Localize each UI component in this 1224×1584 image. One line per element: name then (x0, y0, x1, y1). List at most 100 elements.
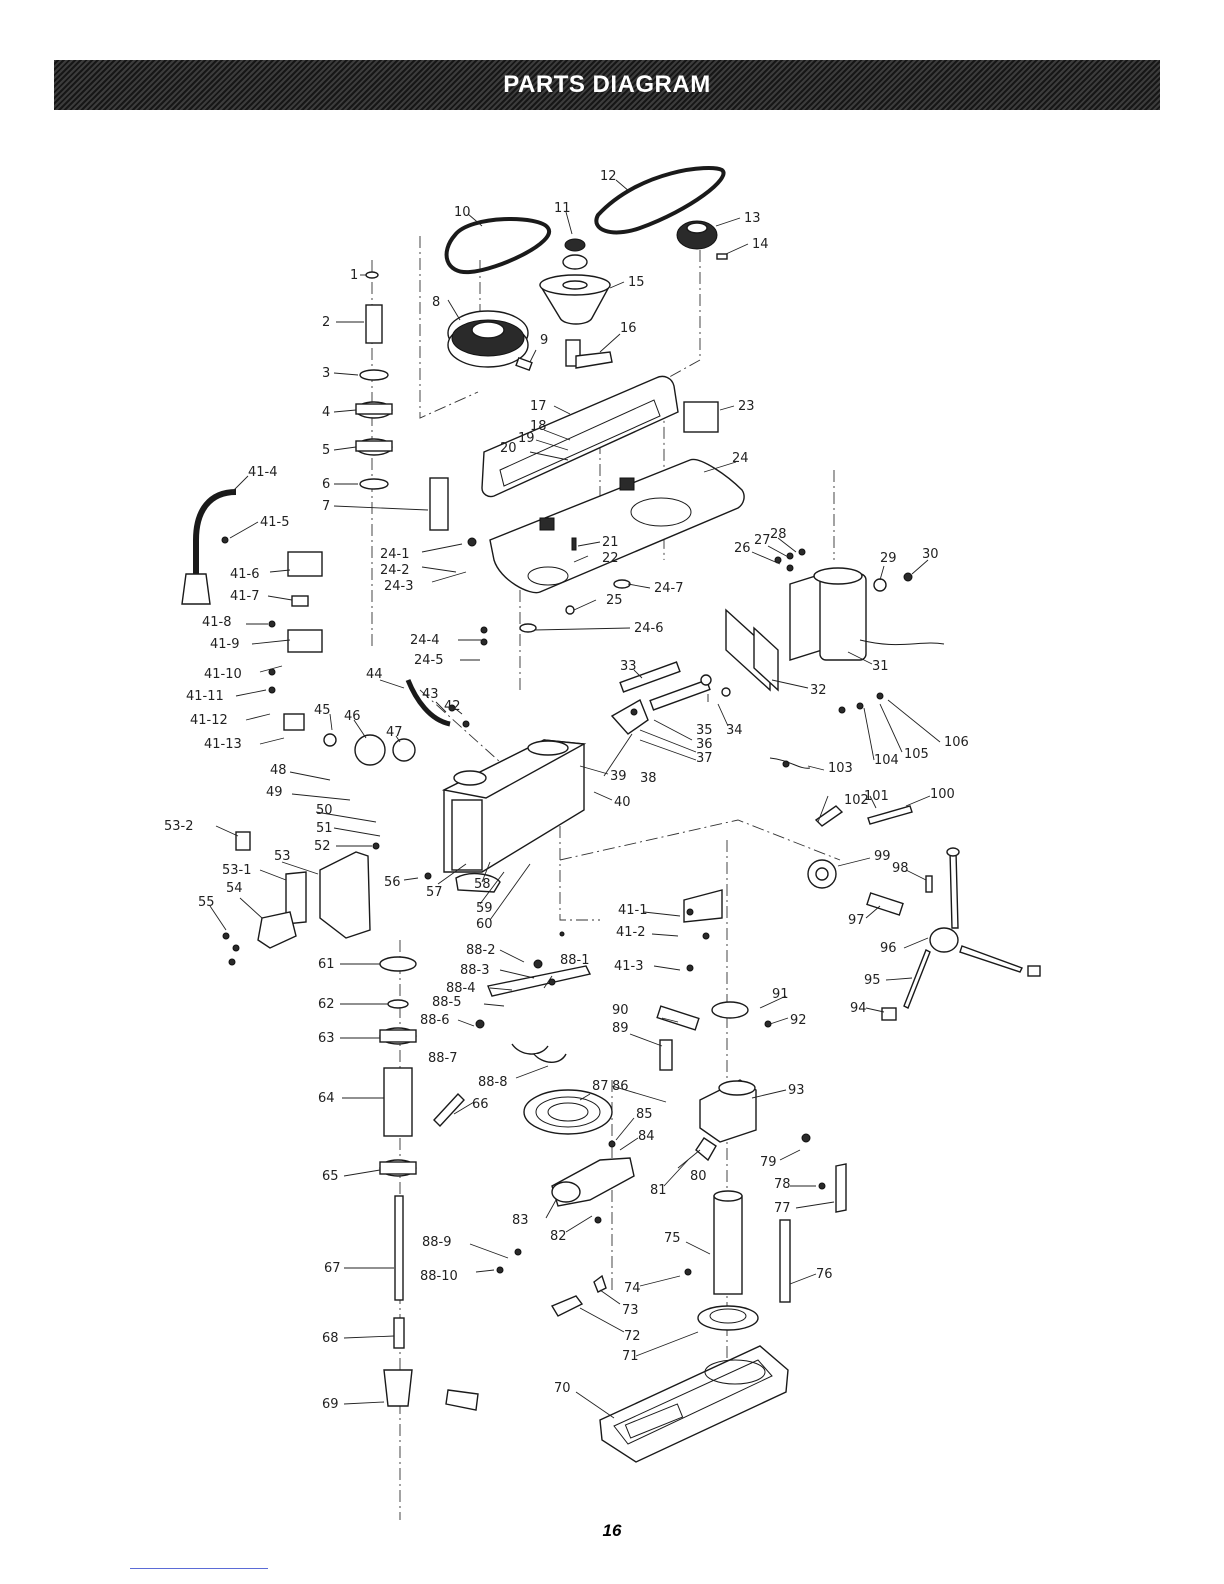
callout-78: 78 (774, 1177, 791, 1192)
callout-2: 2 (322, 315, 330, 330)
callout-29: 29 (880, 551, 897, 566)
callout-24-6: 24-6 (634, 621, 664, 636)
callout-88-8: 88-8 (478, 1075, 508, 1090)
callout-22: 22 (602, 551, 619, 566)
callout-103: 103 (828, 761, 853, 776)
callout-19: 19 (518, 431, 535, 446)
callout-88-3: 88-3 (460, 963, 490, 978)
callout-71: 71 (622, 1349, 639, 1364)
callout-10: 10 (454, 205, 471, 220)
callout-3: 3 (322, 366, 330, 381)
callout-91: 91 (772, 987, 789, 1002)
callout-21: 21 (602, 535, 619, 550)
callout-25: 25 (606, 593, 623, 608)
callout-75: 75 (664, 1231, 681, 1246)
callout-48: 48 (270, 763, 287, 778)
callout-100: 100 (930, 787, 955, 802)
callout-12: 12 (600, 169, 617, 184)
callout-88-4: 88-4 (446, 981, 476, 996)
callout-24: 24 (732, 451, 749, 466)
small-hardware (221, 536, 884, 1276)
callout-72: 72 (624, 1329, 641, 1344)
leader-lines (209, 179, 941, 1419)
callout-5: 5 (322, 443, 330, 458)
callout-41-6: 41-6 (230, 567, 260, 582)
callout-88-5: 88-5 (432, 995, 462, 1010)
callout-37: 37 (696, 751, 713, 766)
callout-42: 42 (444, 699, 461, 714)
callout-85: 85 (636, 1107, 653, 1122)
pulleys (447, 220, 728, 372)
callout-106: 106 (944, 735, 969, 750)
callout-56: 56 (384, 875, 401, 890)
callout-54: 54 (226, 881, 243, 896)
callout-87: 87 (592, 1079, 609, 1094)
callout-81: 81 (650, 1183, 667, 1198)
callout-105: 105 (904, 747, 929, 762)
callout-41-7: 41-7 (230, 589, 260, 604)
callout-101: 101 (864, 789, 889, 804)
callout-88-6: 88-6 (420, 1013, 450, 1028)
callout-36: 36 (696, 737, 713, 752)
callout-66: 66 (472, 1097, 489, 1112)
callout-86: 86 (612, 1079, 629, 1094)
callout-24-5: 24-5 (414, 653, 444, 668)
callout-33: 33 (620, 659, 637, 674)
callout-41-1: 41-1 (618, 903, 648, 918)
callout-88-9: 88-9 (422, 1235, 452, 1250)
callout-40: 40 (614, 795, 631, 810)
spindle-stack (355, 271, 449, 531)
callout-93: 93 (788, 1083, 805, 1098)
callout-31: 31 (872, 659, 889, 674)
callout-41-9: 41-9 (210, 637, 240, 652)
callout-20: 20 (500, 441, 517, 456)
footer-divider (130, 1568, 268, 1569)
callout-97: 97 (848, 913, 865, 928)
callout-41-8: 41-8 (202, 615, 232, 630)
callout-74: 74 (624, 1281, 641, 1296)
callout-98: 98 (892, 861, 909, 876)
callout-9: 9 (540, 333, 548, 348)
callout-53: 53 (274, 849, 291, 864)
callout-47: 47 (386, 725, 403, 740)
callout-92: 92 (790, 1013, 807, 1028)
callout-83: 83 (512, 1213, 529, 1228)
callout-76: 76 (816, 1267, 833, 1282)
callout-69: 69 (322, 1397, 339, 1412)
page-number: 16 (602, 1521, 622, 1540)
callout-6: 6 (322, 477, 330, 492)
callout-24-7: 24-7 (654, 581, 684, 596)
base-casting (550, 1274, 789, 1463)
callout-53-2: 53-2 (164, 819, 194, 834)
motor-assembly (619, 401, 945, 711)
callout-80: 80 (690, 1169, 707, 1184)
feed-handle-assembly (683, 805, 1041, 1021)
callout-95: 95 (864, 973, 881, 988)
callout-32: 32 (810, 683, 827, 698)
callout-44: 44 (366, 667, 383, 682)
callout-99: 99 (874, 849, 891, 864)
callout-28: 28 (770, 527, 787, 542)
callout-64: 64 (318, 1091, 335, 1106)
callout-41-5: 41-5 (260, 515, 290, 530)
table-assembly (487, 965, 635, 1207)
callout-41-12: 41-12 (190, 713, 228, 728)
callout-58: 58 (474, 877, 491, 892)
callout-46: 46 (344, 709, 361, 724)
callout-24-4: 24-4 (410, 633, 440, 648)
callout-4: 4 (322, 405, 330, 420)
callout-67: 67 (324, 1261, 341, 1276)
callout-73: 73 (622, 1303, 639, 1318)
callout-61: 61 (318, 957, 335, 972)
callout-30: 30 (922, 547, 939, 562)
head-cover (481, 375, 745, 594)
callout-41-10: 41-10 (204, 667, 242, 682)
callout-96: 96 (880, 941, 897, 956)
callout-18: 18 (530, 419, 547, 434)
callout-88-10: 88-10 (420, 1269, 458, 1284)
callout-52: 52 (314, 839, 331, 854)
callout-68: 68 (322, 1331, 339, 1346)
callout-38: 38 (640, 771, 657, 786)
left-accessories (181, 489, 371, 949)
header-bar: PARTS DIAGRAM (54, 60, 1160, 110)
